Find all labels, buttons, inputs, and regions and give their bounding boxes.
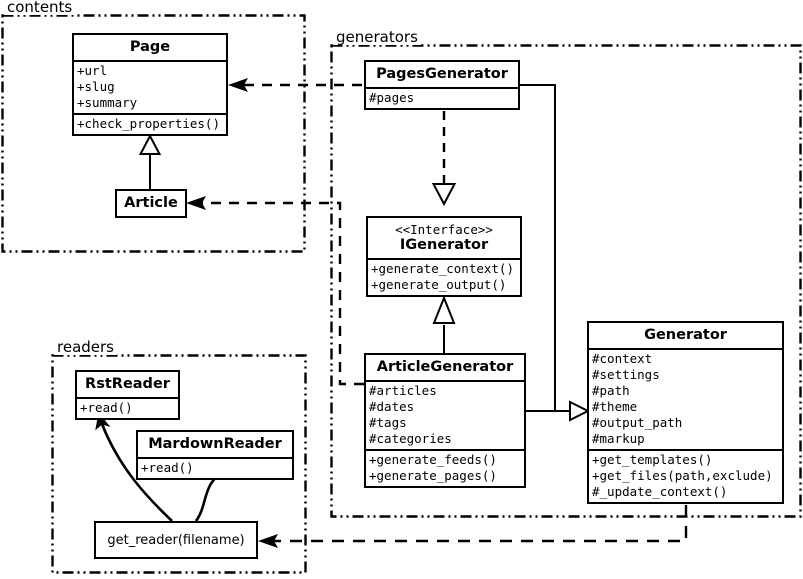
attribute-row: +slug	[77, 79, 115, 94]
method-row: +check_properties()	[77, 116, 220, 131]
class-methods-rst-reader: +read()	[77, 397, 178, 418]
class-methods-generator: +get_templates() +get_files(path,exclude…	[589, 449, 782, 502]
attribute-row: #theme	[592, 399, 638, 414]
method-row: +generate_context()	[371, 261, 514, 276]
attribute-row: #settings	[592, 367, 660, 382]
method-row: #_update_context()	[592, 484, 728, 499]
connector-articlegenerator-inherits-igenerator	[432, 295, 456, 355]
class-box-mardown-reader[interactable]: MardownReader +read()	[136, 430, 294, 480]
package-label-readers: readers	[54, 340, 117, 355]
connector-article-inherits-page	[138, 133, 162, 190]
class-attributes-page: +url +slug +summary	[74, 60, 226, 113]
attribute-row: #categories	[369, 431, 452, 446]
class-methods-page: +check_properties()	[74, 113, 226, 134]
class-name-rst-reader: RstReader	[85, 376, 170, 392]
attribute-row: +summary	[77, 95, 138, 110]
method-row: +generate_pages()	[369, 468, 497, 483]
attribute-row: #pages	[369, 90, 415, 105]
connector-pagesgenerator-uses-page	[228, 78, 362, 92]
class-attributes-article-generator: #articles #dates #tags #categories	[366, 380, 524, 449]
class-attributes-pages-generator: #pages	[366, 87, 518, 108]
class-stereotype-igenerator: <<Interface>>	[395, 222, 493, 237]
attribute-row: #dates	[369, 399, 415, 414]
class-methods-mardown-reader: +read()	[138, 457, 292, 478]
class-box-rst-reader[interactable]: RstReader +read()	[75, 370, 180, 420]
class-box-igenerator[interactable]: <<Interface>> IGenerator +generate_conte…	[366, 216, 522, 297]
attribute-row: #articles	[369, 383, 437, 398]
method-row: +generate_feeds()	[369, 452, 497, 467]
class-box-article-generator[interactable]: ArticleGenerator #articles #dates #tags …	[364, 353, 526, 488]
class-box-article[interactable]: Article	[115, 189, 187, 218]
attribute-row: #path	[592, 383, 630, 398]
attribute-row: #context	[592, 351, 653, 366]
method-row: +read()	[141, 460, 194, 475]
connector-generators-inherit-generator	[520, 84, 591, 422]
class-methods-article-generator: +generate_feeds() +generate_pages()	[366, 449, 524, 486]
class-methods-igenerator: +generate_context() +generate_output()	[368, 258, 520, 295]
class-box-generator[interactable]: Generator #context #settings #path #them…	[587, 321, 784, 504]
method-row: +generate_output()	[371, 277, 507, 292]
class-name-article: Article	[124, 195, 178, 211]
attribute-row: #output_path	[592, 415, 683, 430]
class-box-pages-generator[interactable]: PagesGenerator #pages	[364, 60, 520, 110]
class-name-text-igenerator: IGenerator	[399, 237, 489, 253]
class-attributes-generator: #context #settings #path #theme #output_…	[589, 348, 782, 449]
connector-pagesgenerator-realizes-igenerator	[431, 111, 457, 207]
class-name-article-generator: ArticleGenerator	[376, 359, 514, 375]
package-label-generators: generators	[333, 30, 421, 45]
class-box-page[interactable]: Page +url +slug +summary +check_properti…	[72, 33, 228, 136]
function-box-get-reader[interactable]: get_reader(filename)	[94, 521, 258, 559]
class-name-generator: Generator	[644, 327, 727, 343]
attribute-row: +url	[77, 63, 108, 78]
class-name-pages-generator: PagesGenerator	[376, 66, 508, 82]
method-row: +read()	[80, 400, 133, 415]
method-row: +get_files(path,exclude)	[592, 468, 773, 483]
class-name-igenerator: <<Interface>> IGenerator	[368, 218, 520, 258]
class-name-page: Page	[129, 39, 171, 55]
connector-articlegenerator-uses-article	[186, 196, 364, 386]
package-label-contents: contents	[4, 0, 76, 15]
function-label-get-reader: get_reader(filename)	[107, 532, 245, 548]
class-name-mardown-reader: MardownReader	[148, 436, 282, 452]
attribute-row: #markup	[592, 431, 645, 446]
connector-generator-uses-get-reader	[258, 505, 688, 548]
method-row: +get_templates()	[592, 452, 713, 467]
attribute-row: #tags	[369, 415, 407, 430]
